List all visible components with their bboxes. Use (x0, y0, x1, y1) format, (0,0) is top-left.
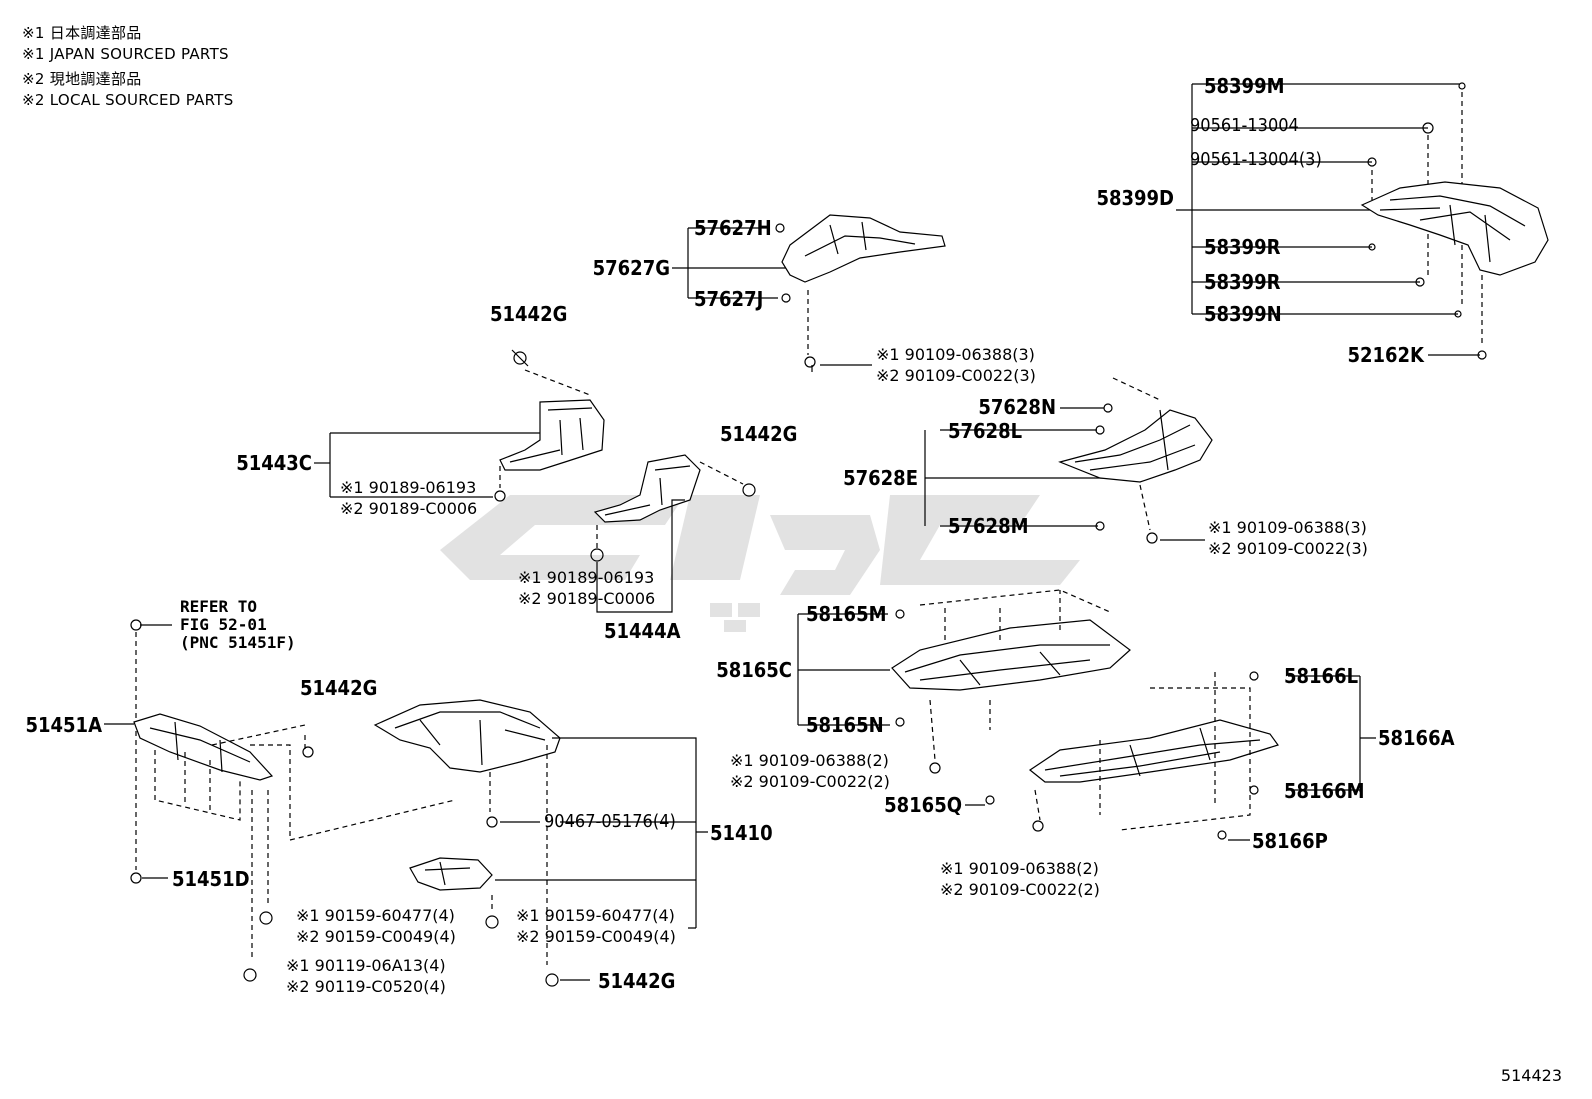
bolt-japan: ※1 90189-06193 (518, 568, 655, 587)
label-58166L: 58166L (1284, 664, 1359, 688)
bolt-japan: ※1 90189-06193 (340, 478, 477, 497)
label-58399N: 58399N (1204, 302, 1282, 326)
bolt-japan: ※1 90159-60477(4) (516, 906, 675, 925)
label-52162K: 52162K (1347, 343, 1424, 367)
bolt-pair-90159-right: ※1 90159-60477(4) ※2 90159-C0049(4) (516, 905, 676, 947)
label-57627G: 57627G (592, 256, 670, 280)
note-japan-jp: ※1 日本調達部品 (22, 24, 142, 42)
label-51442G-bottom: 51442G (598, 969, 676, 993)
label-51451A: 51451A (25, 713, 102, 737)
label-58166P: 58166P (1252, 829, 1328, 853)
bolt-local: ※2 90119-C0520(4) (286, 977, 446, 996)
label-57628N: 57628N (978, 395, 1056, 419)
label-58399R-1: 58399R (1204, 235, 1281, 259)
bolt-pair-51443: ※1 90189-06193 ※2 90189-C0006 (340, 477, 477, 519)
watermark-logo (440, 495, 1080, 632)
bolt-japan: ※1 90109-06388(2) (940, 859, 1099, 878)
drawing-number: 514423 (1500, 1066, 1562, 1085)
bolt-pair-57627: ※1 90109-06388(3) ※2 90109-C0022(3) (876, 344, 1036, 386)
bolt-pair-51444: ※1 90189-06193 ※2 90189-C0006 (518, 567, 655, 609)
label-57627J: 57627J (694, 287, 764, 311)
label-51444A: 51444A (604, 619, 681, 643)
label-51451D: 51451D (172, 867, 250, 891)
label-51443C: 51443C (236, 451, 312, 475)
label-57627H: 57627H (694, 216, 772, 240)
label-51442G-mid: 51442G (720, 422, 798, 446)
bolt-pair-58165: ※1 90109-06388(2) ※2 90109-C0022(2) (730, 750, 890, 792)
bolt-japan: ※1 90119-06A13(4) (286, 956, 446, 975)
label-58399R-2: 58399R (1204, 270, 1281, 294)
bolt-local: ※2 90159-C0049(4) (516, 927, 676, 946)
bolt-local: ※2 90159-C0049(4) (296, 927, 456, 946)
note-local-en: ※2 LOCAL SOURCED PARTS (22, 91, 234, 109)
bolt-local: ※2 90189-C0006 (340, 499, 478, 518)
label-90561-13004: 90561-13004 (1190, 115, 1299, 136)
bolt-local: ※2 90109-C0022(3) (876, 366, 1036, 385)
label-51442G-top: 51442G (490, 302, 568, 326)
label-51442G-left: 51442G (300, 676, 378, 700)
bolt-pair-90159-left: ※1 90159-60477(4) ※2 90159-C0049(4) (296, 905, 456, 947)
note-local-jp: ※2 現地調達部品 (22, 70, 142, 88)
label-58165Q: 58165Q (884, 793, 962, 817)
label-57628L: 57628L (948, 419, 1023, 443)
bolt-pair-90119: ※1 90119-06A13(4) ※2 90119-C0520(4) (286, 955, 446, 997)
note-japan-en: ※1 JAPAN SOURCED PARTS (22, 45, 229, 63)
label-58166M: 58166M (1284, 779, 1365, 803)
bolt-local: ※2 90109-C0022(2) (940, 880, 1100, 899)
label-58399D: 58399D (1096, 186, 1174, 210)
label-58165C: 58165C (716, 658, 792, 682)
bolt-local: ※2 90109-C0022(3) (1208, 539, 1368, 558)
label-58166A: 58166A (1378, 726, 1455, 750)
bolt-japan: ※1 90109-06388(3) (876, 345, 1035, 364)
bolt-pair-57628: ※1 90109-06388(3) ※2 90109-C0022(3) (1208, 517, 1368, 559)
bolt-japan: ※1 90109-06388(2) (730, 751, 889, 770)
label-90467-05176: 90467-05176(4) (544, 811, 676, 832)
bolt-pair-58166: ※1 90109-06388(2) ※2 90109-C0022(2) (940, 858, 1100, 900)
label-58399M: 58399M (1204, 74, 1285, 98)
bolt-local: ※2 90189-C0006 (518, 589, 656, 608)
label-58165M: 58165M (806, 602, 887, 626)
bolt-japan: ※1 90159-60477(4) (296, 906, 455, 925)
bolt-japan: ※1 90109-06388(3) (1208, 518, 1367, 537)
label-57628E: 57628E (843, 466, 918, 490)
label-90561-13004-3: 90561-13004(3) (1190, 149, 1322, 170)
label-58165N: 58165N (806, 713, 884, 737)
label-51410: 51410 (710, 821, 773, 845)
label-57628M: 57628M (948, 514, 1029, 538)
bolt-local: ※2 90109-C0022(2) (730, 772, 890, 791)
